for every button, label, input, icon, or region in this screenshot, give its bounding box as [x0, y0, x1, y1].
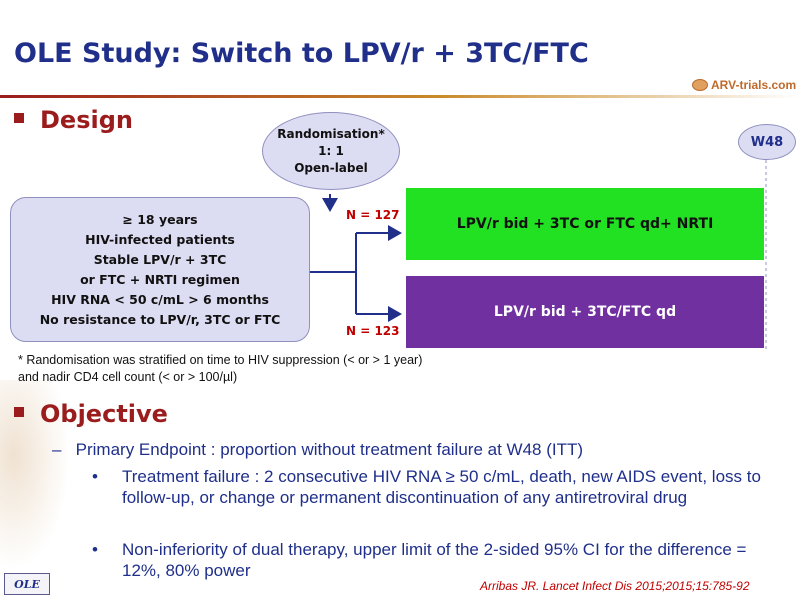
criteria-line: HIV-infected patients — [85, 231, 235, 247]
decorative-background — [0, 380, 70, 570]
arm-triple-therapy: LPV/r bid + 3TC or FTC qd+ NRTI — [406, 188, 764, 260]
inclusion-criteria-box: ≥ 18 years HIV-infected patients Stable … — [10, 197, 310, 342]
bullet-square-icon — [14, 407, 24, 417]
randomisation-line: Open-label — [294, 160, 368, 175]
title-divider — [0, 95, 800, 98]
dot-bullet: • — [92, 467, 98, 486]
w48-marker: W48 — [738, 124, 796, 160]
dash-bullet: – — [52, 440, 62, 459]
design-heading-text: Design — [40, 106, 133, 134]
criteria-line: No resistance to LPV/r, 3TC or FTC — [39, 311, 281, 327]
primary-endpoint: – Primary Endpoint : proportion without … — [52, 440, 583, 460]
criteria-line: Stable LPV/r + 3TC — [93, 251, 227, 267]
bullet-non-inferiority: • Non-inferiority of dual therapy, upper… — [92, 539, 772, 581]
objective-heading: Objective — [14, 400, 168, 428]
logo-text: ARV-trials.com — [711, 78, 797, 92]
footnote-line: and nadir CD4 cell count (< or > 100/µl) — [18, 370, 238, 384]
objective-heading-text: Objective — [40, 400, 168, 428]
citation: Arribas JR. Lancet Infect Dis 2015;2015;… — [480, 579, 750, 593]
criteria-line: or FTC + NRTI regimen — [80, 271, 240, 287]
bullet-treatment-failure: • Treatment failure : 2 consecutive HIV … — [92, 466, 772, 508]
ole-badge: OLE — [4, 573, 50, 595]
bullet-text: Non-inferiority of dual therapy, upper l… — [122, 540, 747, 580]
footnote-line: * Randomisation was stratified on time t… — [18, 353, 423, 367]
page-title: OLE Study: Switch to LPV/r + 3TC/FTC — [14, 38, 589, 69]
randomisation-line: 1: 1 — [318, 143, 344, 158]
criteria-line: HIV RNA < 50 c/mL > 6 months — [51, 291, 269, 307]
randomisation-bubble: Randomisation* 1: 1 Open-label — [262, 112, 400, 190]
randomisation-line: Randomisation* — [277, 126, 385, 141]
arm-dual-therapy: LPV/r bid + 3TC/FTC qd — [406, 276, 764, 348]
arm1-count: N = 127 — [346, 208, 400, 222]
arm2-count: N = 123 — [346, 324, 400, 338]
criteria-line: ≥ 18 years — [122, 211, 198, 227]
bullet-text: Treatment failure : 2 consecutive HIV RN… — [122, 467, 761, 507]
randomisation-footnote: * Randomisation was stratified on time t… — [18, 352, 422, 386]
design-heading: Design — [14, 106, 133, 134]
primary-endpoint-text: Primary Endpoint : proportion without tr… — [75, 440, 584, 459]
bullet-square-icon — [14, 113, 24, 123]
logo-icon — [692, 79, 708, 91]
arv-trials-logo: ARV-trials.com — [692, 78, 796, 92]
dot-bullet: • — [92, 540, 98, 559]
